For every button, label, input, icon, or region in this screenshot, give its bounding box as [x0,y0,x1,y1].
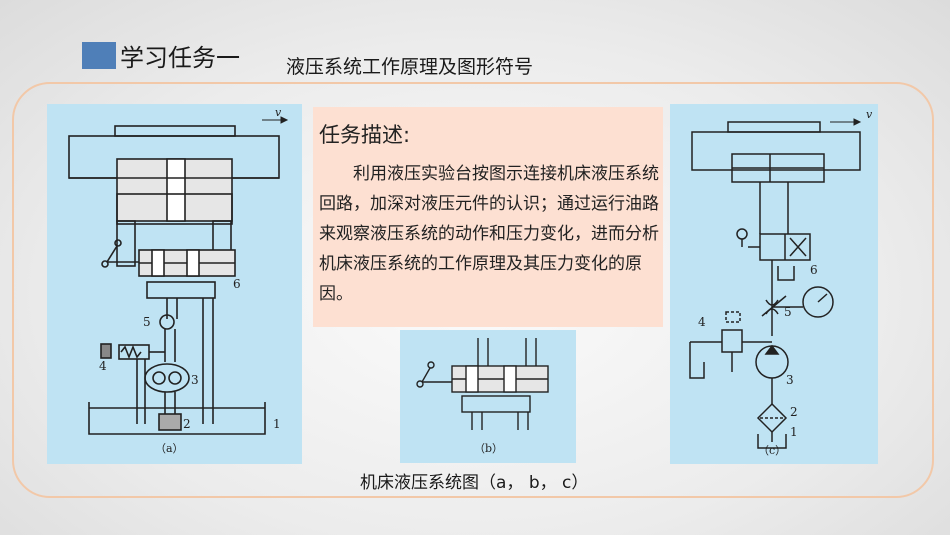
page-subtitle: 液压系统工作原理及图形符号 [286,56,534,78]
figure-a-part-label: 2 [183,417,191,431]
page-title: 学习任务一 [120,44,240,72]
figure-c-velocity-label: v [866,108,873,121]
figure-b-label: （b） [474,442,503,455]
figure-a-velocity-label: v [275,106,282,119]
figure-a-part-label: 6 [233,277,241,291]
figure-c-panel: v 6 5 4 3 2 1 （c） [670,104,878,464]
figure-a-diagram: v 6 5 4 3 2 1 （a） [68,106,289,455]
task-body: 利用液压实验台按图示连接机床液压系统回路，加深对液压元件的认识；通过运行油路来观… [319,164,659,304]
task-description-panel: 任务描述: 利用液压实验台按图示连接机床液压系统回路，加深对液压元件的认识；通过… [313,107,663,327]
figure-a-part-label: 4 [99,359,107,373]
task-heading: 任务描述: [319,123,411,147]
figure-c-diagram: v 6 5 4 3 2 1 （c） [689,108,873,457]
figure-a-part-label: 3 [191,373,199,387]
figure-a-part-label: 1 [273,417,281,431]
figure-a-part-label: 5 [143,315,151,329]
figure-a-panel: v 6 5 4 3 2 1 （a） [47,104,302,464]
title-accent-block [82,42,116,69]
figure-b-diagram: （b） [416,338,549,455]
figure-c-part-label: 5 [784,305,792,319]
figure-c-part-label: 3 [786,373,794,387]
figure-c-part-label: 1 [790,425,798,439]
figure-c-part-label: 2 [790,405,798,419]
figure-c-part-label: 6 [810,263,818,277]
figure-caption: 机床液压系统图（a， b， c） [360,473,589,493]
figure-c-label: （c） [758,444,786,457]
figure-b-panel: （b） [400,330,576,463]
content-frame [12,82,934,498]
figure-c-part-label: 4 [698,315,706,329]
figure-a-label: （a） [155,442,184,455]
